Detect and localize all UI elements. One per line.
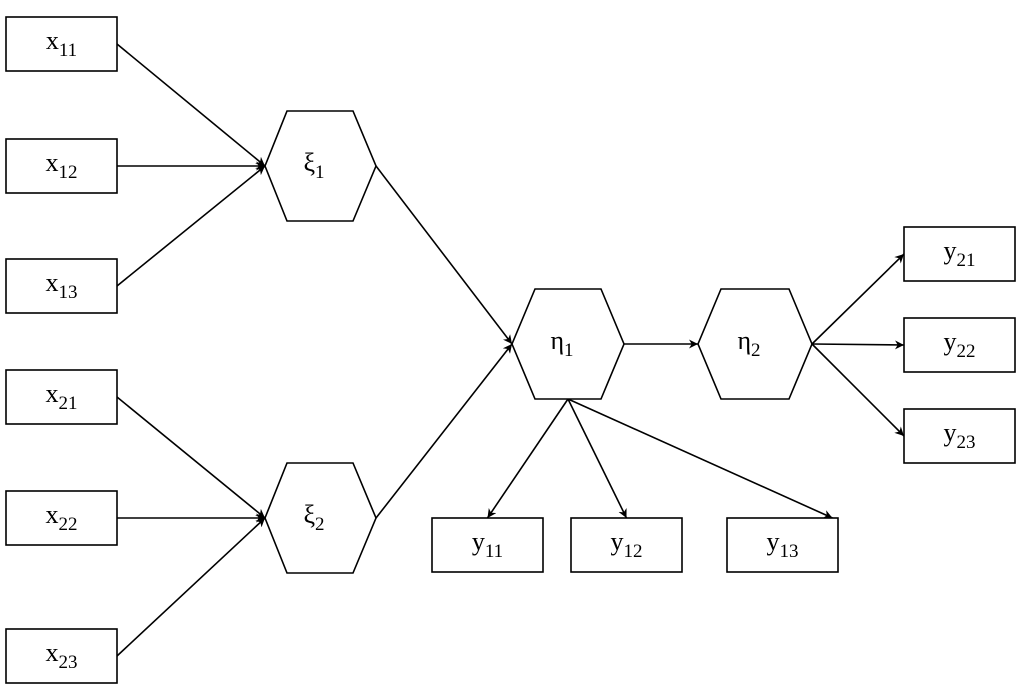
latent-variable-xi1: ξ1 — [264, 110, 377, 222]
node-label-y22: y22 — [944, 327, 976, 362]
node-label-base: x — [46, 148, 59, 177]
node-label-base: x — [46, 26, 59, 55]
observed-box — [5, 138, 118, 194]
observed-box — [903, 408, 1016, 464]
observed-box — [570, 517, 683, 573]
observed-box — [431, 517, 544, 573]
arrow-x21-to-xi2 — [116, 396, 266, 519]
node-label-x13: x13 — [46, 268, 78, 303]
observed-variable-y12: y12 — [570, 517, 683, 573]
node-label-subscript: 2 — [315, 514, 325, 535]
node-label-x12: x12 — [46, 148, 78, 183]
node-label-subscript: 22 — [957, 341, 976, 362]
node-label-x11: x11 — [46, 26, 77, 61]
observed-variable-x13: x13 — [5, 258, 118, 314]
latent-variable-xi2: ξ2 — [264, 462, 377, 574]
node-label-xi1: ξ1 — [303, 148, 324, 183]
node-label-subscript: 12 — [59, 162, 78, 183]
observed-box — [5, 16, 118, 72]
observed-variable-y13: y13 — [726, 517, 839, 573]
observed-variable-y11: y11 — [431, 517, 544, 573]
node-label-base: x — [46, 268, 59, 297]
node-label-base: ξ — [303, 500, 315, 529]
latent-variable-eta1: η1 — [511, 288, 625, 400]
arrow-eta2-to-y22 — [811, 340, 905, 350]
arrow-eta1-to-y11 — [486, 398, 569, 519]
node-label-x23: x23 — [46, 638, 78, 673]
node-label-subscript: 21 — [59, 393, 78, 414]
observed-variable-x22: x22 — [5, 490, 118, 546]
node-label-y21: y21 — [944, 236, 976, 271]
node-label-base: y — [767, 527, 780, 556]
node-label-base: x — [46, 500, 59, 529]
node-label-base: y — [944, 418, 957, 447]
arrow-x13-to-xi1 — [116, 165, 266, 287]
node-label-y13: y13 — [767, 527, 799, 562]
observed-variable-y23: y23 — [903, 408, 1016, 464]
arrow-xi2-to-eta1 — [375, 343, 513, 519]
node-label-base: y — [944, 236, 957, 265]
observed-box — [5, 490, 118, 546]
node-label-subscript: 1 — [315, 162, 325, 183]
node-label-base: y — [944, 327, 957, 356]
node-label-base: ξ — [303, 148, 315, 177]
observed-variable-y21: y21 — [903, 226, 1016, 282]
node-label-subscript: 2 — [751, 340, 761, 361]
observed-variable-x12: x12 — [5, 138, 118, 194]
node-label-subscript: 1 — [564, 340, 574, 361]
node-label-subscript: 22 — [59, 514, 78, 535]
edges-layer — [116, 43, 905, 657]
arrow-x11-to-xi1 — [116, 43, 266, 167]
node-label-base: η — [550, 326, 564, 355]
observed-variable-x23: x23 — [5, 628, 118, 684]
latent-hexagon — [264, 110, 377, 222]
node-label-base: y — [611, 527, 624, 556]
observed-box — [5, 258, 118, 314]
node-label-subscript: 21 — [957, 250, 976, 271]
node-label-subscript: 11 — [59, 40, 77, 61]
node-label-y11: y11 — [472, 527, 503, 562]
arrow-x23-to-xi2 — [116, 517, 266, 657]
observed-box — [5, 369, 118, 425]
node-label-subscript: 13 — [59, 282, 78, 303]
observed-box — [903, 317, 1016, 373]
arrow-xi1-to-eta1 — [375, 165, 513, 345]
observed-variable-x11: x11 — [5, 16, 118, 72]
node-label-base: y — [472, 527, 485, 556]
arrow-eta2-to-y21 — [811, 253, 905, 345]
node-label-base: x — [46, 638, 59, 667]
node-label-xi2: ξ2 — [303, 500, 324, 535]
arrow-eta1-to-y13 — [567, 398, 833, 519]
observed-variable-y22: y22 — [903, 317, 1016, 373]
node-label-base: x — [46, 379, 59, 408]
node-label-y12: y12 — [611, 527, 643, 562]
node-label-subscript: 12 — [624, 541, 643, 562]
node-label-subscript: 23 — [59, 652, 78, 673]
node-label-base: η — [737, 326, 751, 355]
node-label-eta2: η2 — [737, 326, 760, 361]
node-label-x22: x22 — [46, 500, 78, 535]
latent-hexagon — [511, 288, 625, 400]
node-label-subscript: 11 — [485, 541, 503, 562]
latent-hexagon — [697, 288, 813, 400]
observed-variable-x21: x21 — [5, 369, 118, 425]
arrow-eta1-to-y12 — [567, 398, 628, 519]
observed-box — [903, 226, 1016, 282]
node-label-eta1: η1 — [550, 326, 573, 361]
latent-variable-eta2: η2 — [697, 288, 813, 400]
latent-hexagon — [264, 462, 377, 574]
node-label-y23: y23 — [944, 418, 976, 453]
node-label-subscript: 23 — [957, 432, 976, 453]
node-label-subscript: 13 — [780, 541, 799, 562]
observed-box — [726, 517, 839, 573]
node-label-x21: x21 — [46, 379, 78, 414]
observed-box — [5, 628, 118, 684]
arrow-eta2-to-y23 — [811, 343, 905, 437]
